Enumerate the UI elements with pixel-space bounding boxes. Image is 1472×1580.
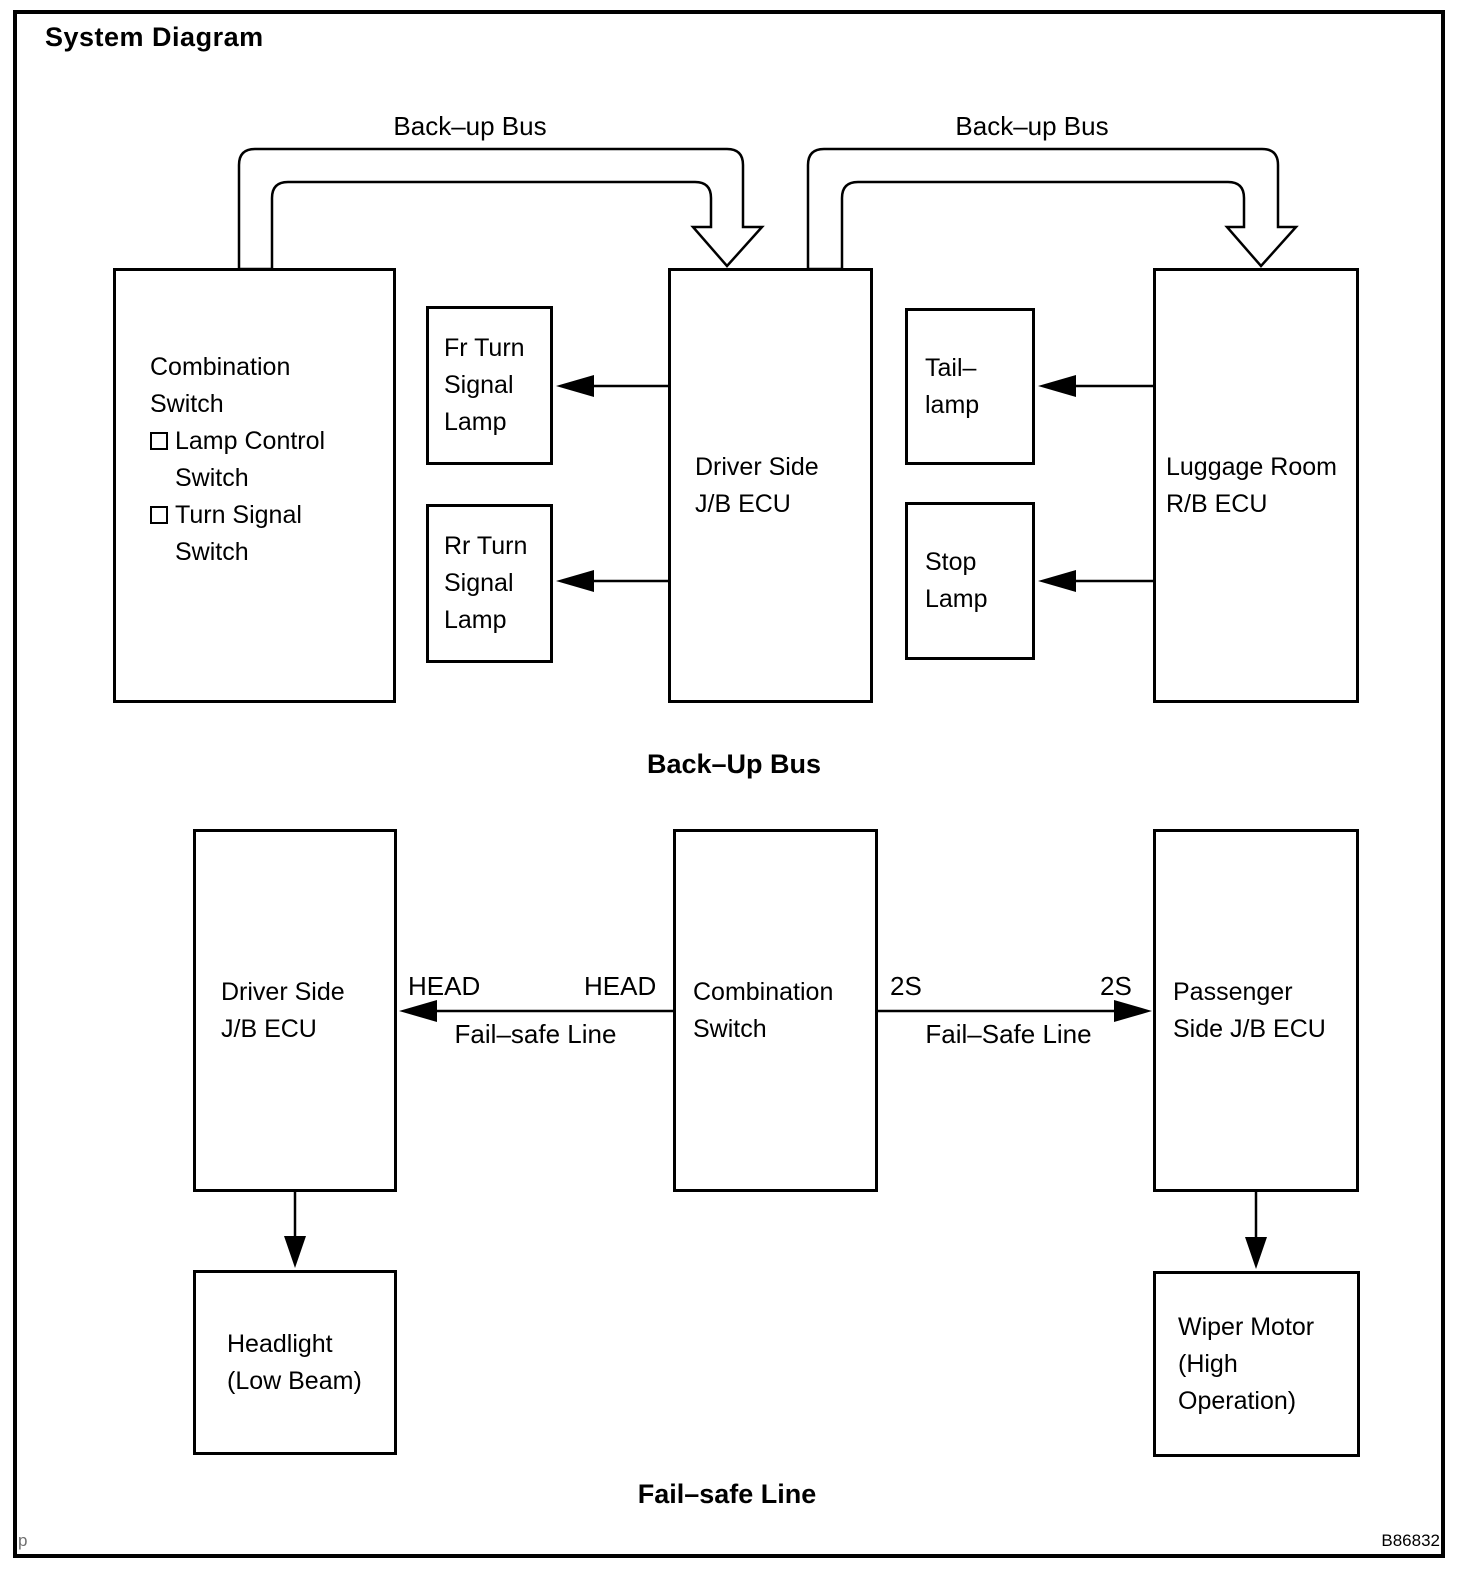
- diagram-outer-border: [13, 10, 1445, 1558]
- node-stop-lamp: Stop Lamp: [905, 502, 1035, 660]
- node-label-line: Driver Side: [221, 977, 345, 1006]
- node-label-line: lamp: [925, 390, 980, 419]
- node-driver-side-jb-ecu-top: Driver Side J/B ECU: [668, 268, 873, 703]
- node-driver-side-jb-ecu-bottom: Driver Side J/B ECU: [193, 829, 397, 1192]
- node-label-line: R/B ECU: [1166, 489, 1268, 518]
- node-label-line: Tail–: [925, 353, 977, 382]
- node-label-line: (High: [1178, 1349, 1238, 1378]
- node-label-line: Switch: [175, 538, 249, 566]
- rr-turn-arrow-head: [556, 570, 594, 592]
- backup-bus-label-right: Back–up Bus: [955, 111, 1109, 141]
- node-label-line: Lamp Control: [150, 423, 325, 460]
- node-label-line: Turn Signal: [150, 497, 302, 534]
- node-label-line: Side J/B ECU: [1173, 1014, 1326, 1043]
- node-label-item: Lamp Control: [175, 427, 326, 455]
- backup-bus-block-arrow-left: [237, 147, 765, 271]
- node-label-line: Fr Turn: [444, 334, 525, 362]
- s2-label-left: 2S: [890, 971, 922, 1001]
- node-label-line: Switch: [175, 464, 249, 492]
- s2-failsafe-arrow-head: [1114, 1000, 1152, 1022]
- failsafe-line-label-right: Fail–Safe Line: [925, 1019, 1092, 1049]
- node-wiper-motor: Wiper Motor (High Operation): [1153, 1271, 1360, 1457]
- failsafe-line-caption: Fail–safe Line: [637, 1479, 817, 1509]
- node-label-line: Headlight: [227, 1329, 333, 1358]
- node-label-line: Driver Side: [695, 452, 819, 481]
- node-label-line: Switch: [150, 390, 224, 418]
- failsafe-line-label-left: Fail–safe Line: [454, 1019, 617, 1049]
- checkbox-icon: [150, 432, 168, 450]
- backup-bus-label-left: Back–up Bus: [393, 111, 547, 141]
- node-label-line: J/B ECU: [221, 1014, 317, 1043]
- head-label-left: HEAD: [408, 971, 481, 1001]
- head-failsafe-arrow-head: [399, 1000, 437, 1022]
- tail-lamp-arrow-head: [1038, 375, 1076, 397]
- page-marker: p: [18, 1531, 28, 1550]
- node-label-line: Combination: [150, 353, 291, 381]
- node-label-line: Passenger: [1173, 977, 1293, 1006]
- stop-lamp-arrow-head: [1038, 570, 1076, 592]
- node-label-line: Stop: [925, 548, 977, 576]
- node-label-line: Switch: [693, 1014, 767, 1043]
- node-label-line: Lamp: [925, 585, 988, 613]
- node-label-line: Lamp: [444, 408, 507, 436]
- figure-code: B86832: [1381, 1531, 1440, 1550]
- node-passenger-side-jb-ecu: Passenger Side J/B ECU: [1153, 829, 1359, 1192]
- node-label-line: Wiper Motor: [1178, 1312, 1315, 1341]
- node-rr-turn-signal-lamp: Rr Turn Signal Lamp: [426, 504, 553, 663]
- s2-label-right: 2S: [1100, 971, 1132, 1001]
- backup-bus-caption: Back–Up Bus: [646, 749, 822, 779]
- backup-bus-block-arrow-right: [806, 147, 1299, 271]
- checkbox-icon: [150, 506, 168, 524]
- node-fr-turn-signal-lamp: Fr Turn Signal Lamp: [426, 306, 553, 465]
- node-label-line: Signal: [444, 371, 514, 399]
- node-label-line: Signal: [444, 569, 514, 597]
- node-label-line: Luggage Room: [1166, 452, 1337, 481]
- node-label-line: Rr Turn: [444, 532, 528, 560]
- fr-turn-arrow-head: [556, 375, 594, 397]
- node-tail-lamp: Tail– lamp: [905, 308, 1035, 465]
- node-combination-switch-bottom: Combination Switch: [673, 829, 878, 1192]
- node-label-line: Lamp: [444, 606, 507, 634]
- node-label-line: J/B ECU: [695, 489, 791, 518]
- head-label-right: HEAD: [584, 971, 657, 1001]
- node-luggage-room-rb-ecu: Luggage Room R/B ECU: [1153, 268, 1359, 703]
- node-label-line: Operation): [1178, 1386, 1297, 1415]
- wiper-arrow-head: [1245, 1237, 1267, 1269]
- node-label-item: Turn Signal: [175, 501, 302, 529]
- headlight-arrow-head: [284, 1236, 306, 1268]
- node-label-line: (Low Beam): [227, 1366, 362, 1395]
- page-title: System Diagram: [45, 22, 264, 52]
- node-headlight: Headlight (Low Beam): [193, 1270, 397, 1455]
- node-label-line: Combination: [693, 977, 834, 1006]
- node-combination-switch-top: Combination Switch Lamp Control Switch T…: [113, 268, 396, 703]
